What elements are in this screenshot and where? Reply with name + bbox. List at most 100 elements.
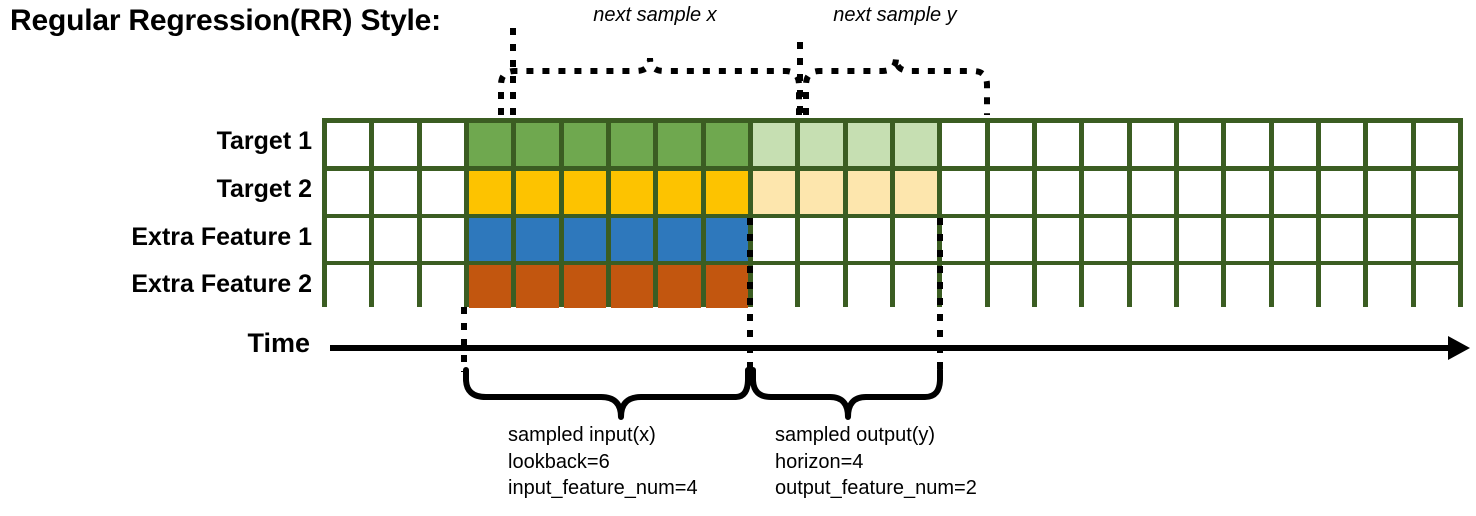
grid-cell-target-1-blank-13 (942, 123, 985, 166)
grid-cell-extra-feature-1-blank-20 (1273, 218, 1316, 261)
row-label-target-2: Target 2 (216, 175, 312, 203)
grid-cell-extra-feature-1-sampled-input-8 (705, 218, 748, 261)
grid-cell-target-2-sampled-output-9 (753, 171, 796, 214)
grid-cell-target-1-blank-21 (1321, 123, 1364, 166)
grid-cell-extra-feature-1-blank-18 (1179, 218, 1222, 261)
grid-cell-target-1-blank-22 (1368, 123, 1411, 166)
grid-cell-extra-feature-1-sampled-input-4 (516, 218, 559, 261)
grid-cell-extra-feature-1-blank-17 (1131, 218, 1174, 261)
grid-cell-target-2-sampled-output-11 (847, 171, 890, 214)
grid-cell-target-1-sampled-input-6 (611, 123, 654, 166)
grid-cell-target-1-sampled-input-3 (469, 123, 512, 166)
grid-cell-target-1-sampled-input-7 (658, 123, 701, 166)
grid-cell-target-2-blank-0 (327, 171, 370, 214)
grid-cell-extra-feature-1-blank-16 (1084, 218, 1127, 261)
grid-cell-extra-feature-2-blank-13 (942, 265, 985, 308)
grid-cell-extra-feature-1-blank-13 (942, 218, 985, 261)
grid-cell-extra-feature-2-sampled-input-7 (658, 265, 701, 308)
brace-sampled-output (750, 367, 943, 420)
caption-sampled-output-line-1: sampled output(y) (775, 424, 936, 446)
grid-cell-extra-feature-2-blank-1 (374, 265, 417, 308)
caption-sampled-input-line-1: sampled input(x) (508, 424, 656, 446)
grid-cell-extra-feature-2-blank-14 (989, 265, 1032, 308)
grid-cell-target-1-blank-1 (374, 123, 417, 166)
grid-cell-target-2-sampled-output-10 (800, 171, 843, 214)
grid-cell-target-1-blank-19 (1226, 123, 1269, 166)
grid-cell-extra-feature-1-blank-15 (1037, 218, 1080, 261)
grid-cell-target-2-blank-20 (1273, 171, 1316, 214)
row-label-extra-feature-1: Extra Feature 1 (131, 223, 312, 251)
grid-cell-extra-feature-2-blank-22 (1368, 265, 1411, 308)
grid-cell-extra-feature-1-blank-1 (374, 218, 417, 261)
grid-cell-target-1-sampled-output-9 (753, 123, 796, 166)
grid-cell-target-1-blank-20 (1273, 123, 1316, 166)
caption-sampled-output-line-3: output_feature_num=2 (775, 477, 977, 500)
grid-cell-extra-feature-1-sampled-input-6 (611, 218, 654, 261)
page-title: Regular Regression(RR) Style: (10, 4, 441, 37)
row-label-target-1: Target 1 (216, 127, 312, 155)
annotation-next-sample-y: next sample y (833, 4, 957, 26)
grid-cell-target-1-blank-15 (1037, 123, 1080, 166)
grid-cell-extra-feature-2-blank-16 (1084, 265, 1127, 308)
row-label-column: Target 1 Target 2 Extra Feature 1 Extra … (0, 0, 312, 516)
grid-cell-extra-feature-1-blank-21 (1321, 218, 1364, 261)
grid-cell-extra-feature-2-sampled-input-5 (563, 265, 606, 308)
grid-cell-extra-feature-2-blank-17 (1131, 265, 1174, 308)
grid-cell-extra-feature-2-sampled-input-8 (705, 265, 748, 308)
grid-cell-target-2-blank-16 (1084, 171, 1127, 214)
grid-cell-target-1-sampled-input-5 (563, 123, 606, 166)
grid-cell-target-1-blank-17 (1131, 123, 1174, 166)
grid-cell-extra-feature-2-blank-20 (1273, 265, 1316, 308)
row-label-extra-feature-2: Extra Feature 2 (131, 270, 312, 298)
grid-cell-target-1-blank-2 (421, 123, 464, 166)
grid-cell-extra-feature-1-blank-2 (421, 218, 464, 261)
grid-row-extra-feature-2 (322, 265, 1463, 308)
grid-cell-extra-feature-2-blank-9 (753, 265, 796, 308)
grid-cell-extra-feature-1-sampled-input-5 (563, 218, 606, 261)
grid-cell-target-2-blank-17 (1131, 171, 1174, 214)
grid-cell-target-1-blank-16 (1084, 123, 1127, 166)
grid-cell-target-2-blank-15 (1037, 171, 1080, 214)
grid-cell-target-1-sampled-output-12 (895, 123, 938, 166)
grid-cell-target-1-sampled-output-11 (847, 123, 890, 166)
time-axis-label: Time (247, 328, 310, 358)
grid-cell-extra-feature-2-blank-23 (1415, 265, 1458, 308)
grid-cell-extra-feature-2-blank-21 (1321, 265, 1364, 308)
grid-cell-target-1-blank-23 (1415, 123, 1458, 166)
grid-cell-extra-feature-1-blank-0 (327, 218, 370, 261)
grid-cell-target-2-blank-22 (1368, 171, 1411, 214)
caption-sampled-input-line-2: lookback=6 (508, 450, 610, 473)
grid-cell-target-2-blank-18 (1179, 171, 1222, 214)
grid-cell-extra-feature-1-blank-10 (800, 218, 843, 261)
grid-cell-target-1-blank-18 (1179, 123, 1222, 166)
grid-cell-target-2-blank-13 (942, 171, 985, 214)
grid-cell-extra-feature-1-blank-11 (847, 218, 890, 261)
grid-row-extra-feature-1 (322, 218, 1463, 261)
grid-cell-target-2-sampled-input-7 (658, 171, 701, 214)
grid-cell-extra-feature-2-blank-0 (327, 265, 370, 308)
grid-cell-target-2-blank-21 (1321, 171, 1364, 214)
grid-row-target-2 (322, 171, 1463, 214)
grid-cell-extra-feature-2-sampled-input-6 (611, 265, 654, 308)
grid-cell-target-1-blank-14 (989, 123, 1032, 166)
grid-cell-target-1-sampled-input-4 (516, 123, 559, 166)
grid-cell-extra-feature-2-blank-19 (1226, 265, 1269, 308)
grid-cell-extra-feature-1-blank-22 (1368, 218, 1411, 261)
grid-cell-target-2-blank-2 (421, 171, 464, 214)
brace-sampled-input (463, 367, 751, 420)
grid-cell-extra-feature-1-sampled-input-3 (469, 218, 512, 261)
grid-cell-extra-feature-2-blank-11 (847, 265, 890, 308)
timeseries-grid (322, 118, 1463, 308)
grid-cell-target-1-blank-0 (327, 123, 370, 166)
grid-cell-target-1-sampled-input-8 (705, 123, 748, 166)
grid-cell-extra-feature-1-blank-9 (753, 218, 796, 261)
grid-cell-target-2-sampled-output-12 (895, 171, 938, 214)
grid-cell-extra-feature-2-blank-2 (421, 265, 464, 308)
grid-row-target-1 (322, 123, 1463, 166)
grid-cell-target-2-sampled-input-4 (516, 171, 559, 214)
grid-cell-target-2-blank-19 (1226, 171, 1269, 214)
grid-cell-extra-feature-2-sampled-input-4 (516, 265, 559, 308)
grid-cell-extra-feature-2-blank-10 (800, 265, 843, 308)
grid-cell-target-2-sampled-input-5 (563, 171, 606, 214)
